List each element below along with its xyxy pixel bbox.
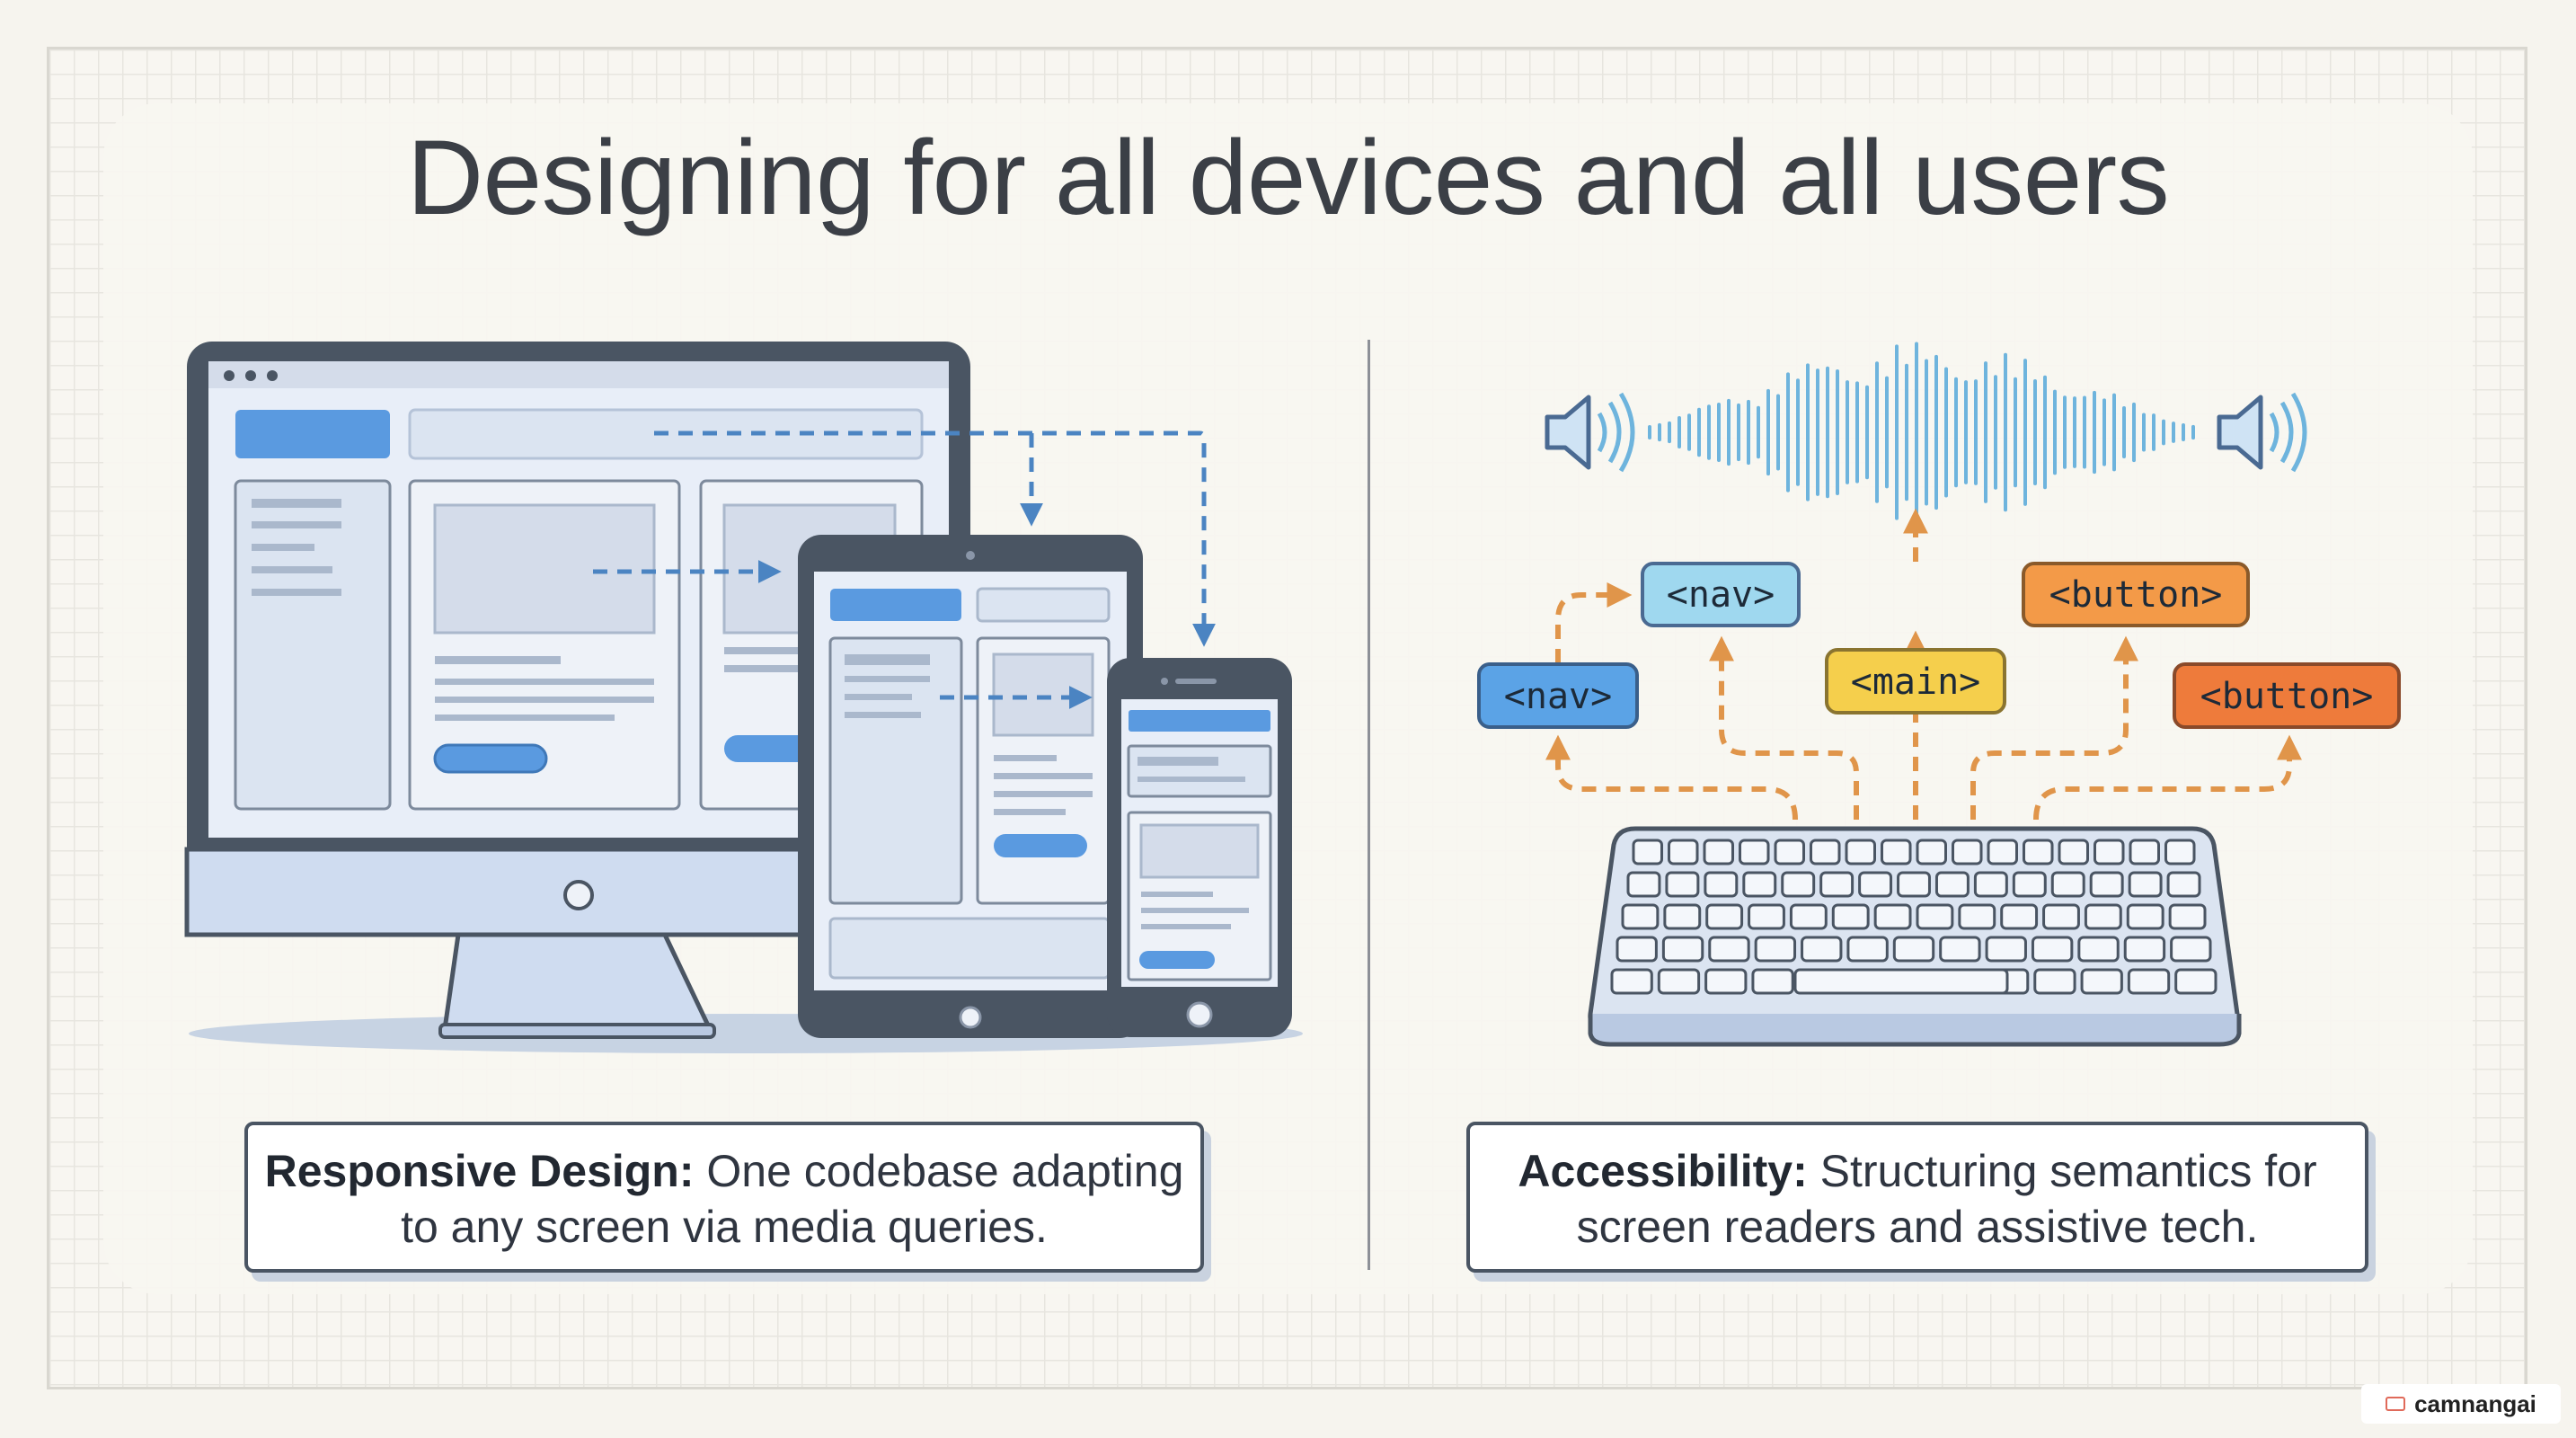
keyboard-key (1621, 903, 1660, 930)
keyboard-key (1632, 839, 1663, 865)
keyboard-key (1819, 871, 1855, 898)
keyboard-key (1845, 839, 1876, 865)
keyboard-key (1973, 871, 2008, 898)
keyboard-key (1704, 968, 1748, 995)
keyboard-key (1705, 903, 1744, 930)
keyboard-key (2023, 839, 2054, 865)
tag-nav-lower (1477, 662, 1639, 729)
responsive-line2: to any screen via media queries. (401, 1202, 1048, 1252)
watermark: camnangai (2361, 1384, 2561, 1424)
keyboard-key (2089, 871, 2124, 898)
keyboard-key (1751, 968, 1794, 995)
keyboard-key (1881, 839, 1912, 865)
keyboard-key (2077, 936, 2120, 963)
keyboard-key (1985, 936, 2027, 963)
keyboard-key (1846, 936, 1889, 963)
keyboard-key (1810, 839, 1841, 865)
tag-button-upper (2022, 562, 2250, 627)
keyboard-key (2123, 936, 2166, 963)
tag-button-lower (2173, 662, 2401, 729)
accessibility-line2: screen readers and assistive tech. (1576, 1202, 2259, 1252)
tag-nav-upper (1641, 562, 1801, 627)
monitor-icon (184, 342, 973, 1039)
keyboard-key (2042, 903, 2080, 930)
keyboard-key (1703, 839, 1734, 865)
keyboard-key (1892, 936, 1935, 963)
keyboard-icon (1588, 826, 2242, 1047)
keyboard-key (2080, 968, 2123, 995)
keyboard-key (2170, 936, 2212, 963)
keyboard-key (2058, 839, 2089, 865)
keyboard-key (1626, 871, 1661, 898)
keyboard-key (1858, 871, 1893, 898)
keyboard-key (2166, 871, 2201, 898)
keyboard-key (1704, 871, 1739, 898)
keyboard-key (1661, 936, 1704, 963)
responsive-heading: Responsive Design: (264, 1146, 695, 1196)
phone-icon (1107, 658, 1292, 1037)
keyboard-key (1958, 903, 1996, 930)
tag-main-label: <main> (1851, 661, 1981, 703)
responsive-design-caption: Responsive Design: One codebase adapting… (244, 1122, 1204, 1273)
keyboard-key (1897, 871, 1931, 898)
waveform-icon (1648, 342, 2195, 523)
center-divider (1368, 340, 1370, 1270)
keyboard-key (1657, 968, 1701, 995)
keyboard-key (2050, 871, 2085, 898)
keyboard-key (1916, 839, 1947, 865)
keyboard-key (1663, 903, 1702, 930)
tag-button-lower-label: <button> (2200, 676, 2374, 717)
keyboard-key (2129, 839, 2160, 865)
speaker-icon (1545, 392, 1635, 473)
keyboard-key (1873, 903, 1912, 930)
tablet-icon (798, 535, 1143, 1038)
keyboard-key (1831, 903, 1870, 930)
tag-main (1825, 648, 2006, 715)
keyboard-key (1952, 839, 1983, 865)
keyboard-key (1742, 871, 1777, 898)
keyboard-key (2094, 839, 2125, 865)
keyboard-key (2127, 968, 2171, 995)
accessibility-heading: Accessibility: (1518, 1146, 1808, 1196)
keyboard-key (2031, 936, 2074, 963)
accessibility-caption: Accessibility: Structuring semantics for… (1466, 1122, 2368, 1273)
tag-nav-lower-label: <nav> (1504, 676, 1612, 717)
keyboard-key (2128, 871, 2163, 898)
keyboard-key (1665, 871, 1700, 898)
keyboard-key (2012, 871, 2047, 898)
keyboard-key (1916, 903, 1954, 930)
keyboard-key (2168, 903, 2207, 930)
tag-nav-upper-label: <nav> (1667, 574, 1775, 616)
keyboard-key (1939, 936, 1981, 963)
accessibility-line1: Structuring semantics for (1819, 1146, 2317, 1196)
keyboard-key (2126, 903, 2164, 930)
keyboard-key (1748, 903, 1785, 930)
responsive-line1: One codebase adapting (706, 1146, 1184, 1196)
keyboard-key (1934, 871, 1970, 898)
keyboard-key (2033, 968, 2076, 995)
keyboard-key (1789, 903, 1828, 930)
keyboard-spacebar (1793, 968, 2009, 995)
keyboard-key (1754, 936, 1797, 963)
speaker-icon (2217, 392, 2307, 473)
keyboard-key (1774, 839, 1805, 865)
keyboard-key (1668, 839, 1699, 865)
page-title: Designing for all devices and all users (406, 119, 2170, 237)
keyboard-key (2084, 903, 2122, 930)
keyboard-key (1801, 936, 1843, 963)
keyboard-key (1708, 936, 1750, 963)
keyboard-key (1610, 968, 1653, 995)
watermark-label: camnangai (2414, 1389, 2536, 1417)
watermark-icon (2386, 1397, 2406, 1411)
keyboard-key (2000, 903, 2039, 930)
keyboard-key (2174, 968, 2217, 995)
keyboard-key (1616, 936, 1658, 963)
keyboard-key (1739, 839, 1770, 865)
keyboard-key (2164, 839, 2196, 865)
responsive-arrows (593, 431, 1216, 709)
keyboard-key (1781, 871, 1816, 898)
keyboard-key (1987, 839, 2018, 865)
tag-button-upper-label: <button> (2049, 574, 2223, 616)
